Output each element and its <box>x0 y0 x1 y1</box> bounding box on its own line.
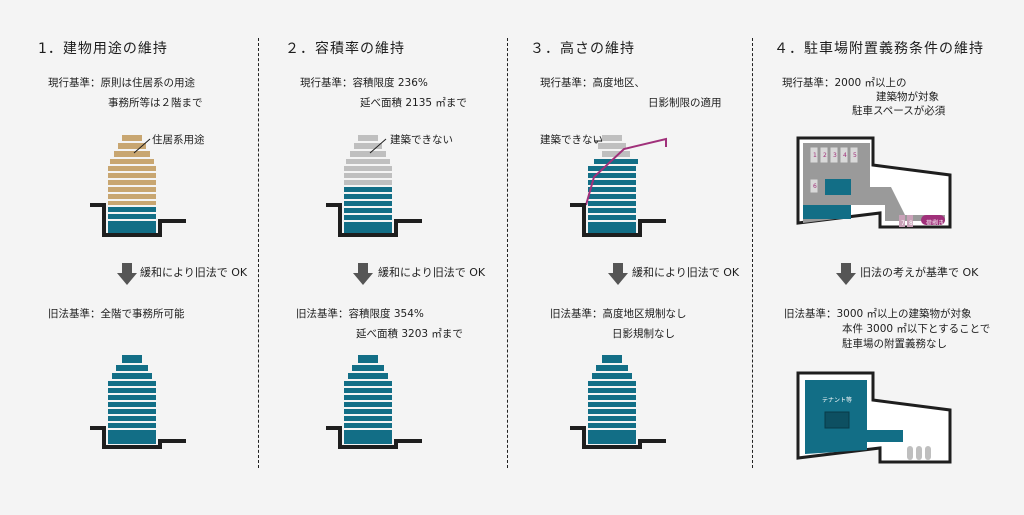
section-4-current-label: 現行基準：2000 ㎡以上の <box>782 77 907 89</box>
section-4-old-line3: 駐車場の附置義務なし <box>842 338 947 350</box>
section-3-current-line2: 日影制限の適用 <box>648 97 722 109</box>
section-1-arrow-text: 緩和により旧法で OK <box>140 266 248 279</box>
parking-slot-1: 1 <box>813 152 817 159</box>
building-top-gold <box>108 135 156 205</box>
section-2-old-building <box>326 355 422 449</box>
section-4-title: ４．駐車場附置義務条件の維持 <box>774 41 984 57</box>
section-4-old-label: 旧法基準：3000 ㎡以上の建築物が対象 <box>784 308 972 320</box>
section-1-down-arrow <box>117 263 137 285</box>
parking-slot-8: 8 <box>909 220 913 227</box>
section-4-current-line2: 建築物が対象 <box>876 91 939 103</box>
section-2-arrow-text: 緩和により旧法で OK <box>378 266 486 279</box>
section-1-current-line2: 事務所等は２階まで <box>108 97 203 109</box>
section-3-arrow-text: 緩和により旧法で OK <box>632 266 740 279</box>
parking-slot-4: 4 <box>843 152 847 159</box>
parking-slot-2: 2 <box>823 152 827 159</box>
building-top-gray <box>344 135 392 185</box>
section-3-title: ３．高さの維持 <box>530 41 635 57</box>
section-2-current-label: 現行基準：容積限度 236% <box>300 77 428 89</box>
section-4-arrow-text: 旧法の考えが基準で OK <box>860 266 979 279</box>
loading-zone-label: 荷捌き <box>926 220 945 227</box>
section-2-title: ２．容積率の維持 <box>285 41 405 57</box>
section-2-old-line2: 延べ面積 3203 ㎡まで <box>356 328 463 340</box>
parking-slot-6: 6 <box>813 183 817 190</box>
section-4-old-parking-plan <box>796 371 952 464</box>
parking-slot-7: 7 <box>901 220 905 227</box>
section-4-old-line2: 本件 3000 ㎡以下とすることで <box>842 323 991 335</box>
section-1-old-label: 旧法基準：全階で事務所可能 <box>48 308 185 320</box>
tenant-label: テナント等 <box>822 397 853 404</box>
section-1-old-building <box>90 355 186 449</box>
section-1-callout: 住居系用途 <box>152 134 205 146</box>
section-1-current-label: 現行基準：原則は住居系の用途 <box>48 77 195 89</box>
divider-3 <box>752 38 753 468</box>
building-base-teal <box>588 159 638 233</box>
section-2-down-arrow <box>353 263 373 285</box>
section-3-current-label: 現行基準：高度地区、 <box>540 77 645 89</box>
section-3-old-line2: 日影規制なし <box>612 328 675 340</box>
parking-slot-3: 3 <box>833 152 837 159</box>
section-1-title: 1．建物用途の維持 <box>38 41 168 57</box>
parking-slots <box>809 146 945 227</box>
section-3-old-building <box>570 355 666 449</box>
section-2-callout: 建築できない <box>390 134 453 146</box>
section-3-old-label: 旧法基準：高度地区規制なし <box>550 308 687 320</box>
building-base-teal <box>344 187 392 233</box>
section-2-old-label: 旧法基準：容積限度 354% <box>296 308 424 320</box>
section-3-current-building <box>570 135 667 237</box>
section-3-down-arrow <box>608 263 628 285</box>
section-1-current-building <box>90 135 186 237</box>
building-base-teal <box>108 207 156 233</box>
section-2-current-line2: 延べ面積 2135 ㎡まで <box>360 97 467 109</box>
divider-1 <box>258 38 259 468</box>
divider-2 <box>507 38 508 468</box>
section-4-down-arrow <box>836 263 856 285</box>
section-3-callout: 建築できない <box>540 134 603 146</box>
height-limit-line <box>585 137 667 206</box>
section-4-current-parking-plan <box>796 136 952 229</box>
section-4-current-line3: 駐車スペースが必須 <box>852 105 946 117</box>
section-2-current-building <box>326 135 422 237</box>
parking-slot-5: 5 <box>853 152 857 159</box>
building-top-gray <box>598 135 630 157</box>
